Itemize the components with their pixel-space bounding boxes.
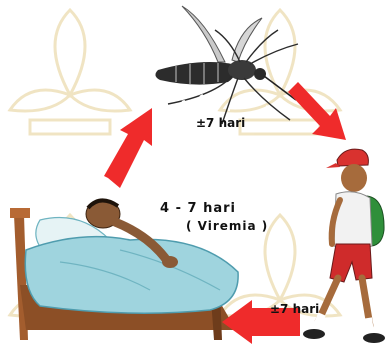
viremia-label: ( Viremia ) [186,219,268,233]
mosquito-to-human-duration-label: ±7 hari [196,116,245,130]
human-to-mosquito-duration-label: ±7 hari [270,302,319,316]
cycle-arrow-icon [104,108,152,188]
viremia-duration-label: 4 - 7 hari [160,201,236,216]
mosquito-icon [155,6,298,124]
cycle-arrow-icon [288,82,346,140]
